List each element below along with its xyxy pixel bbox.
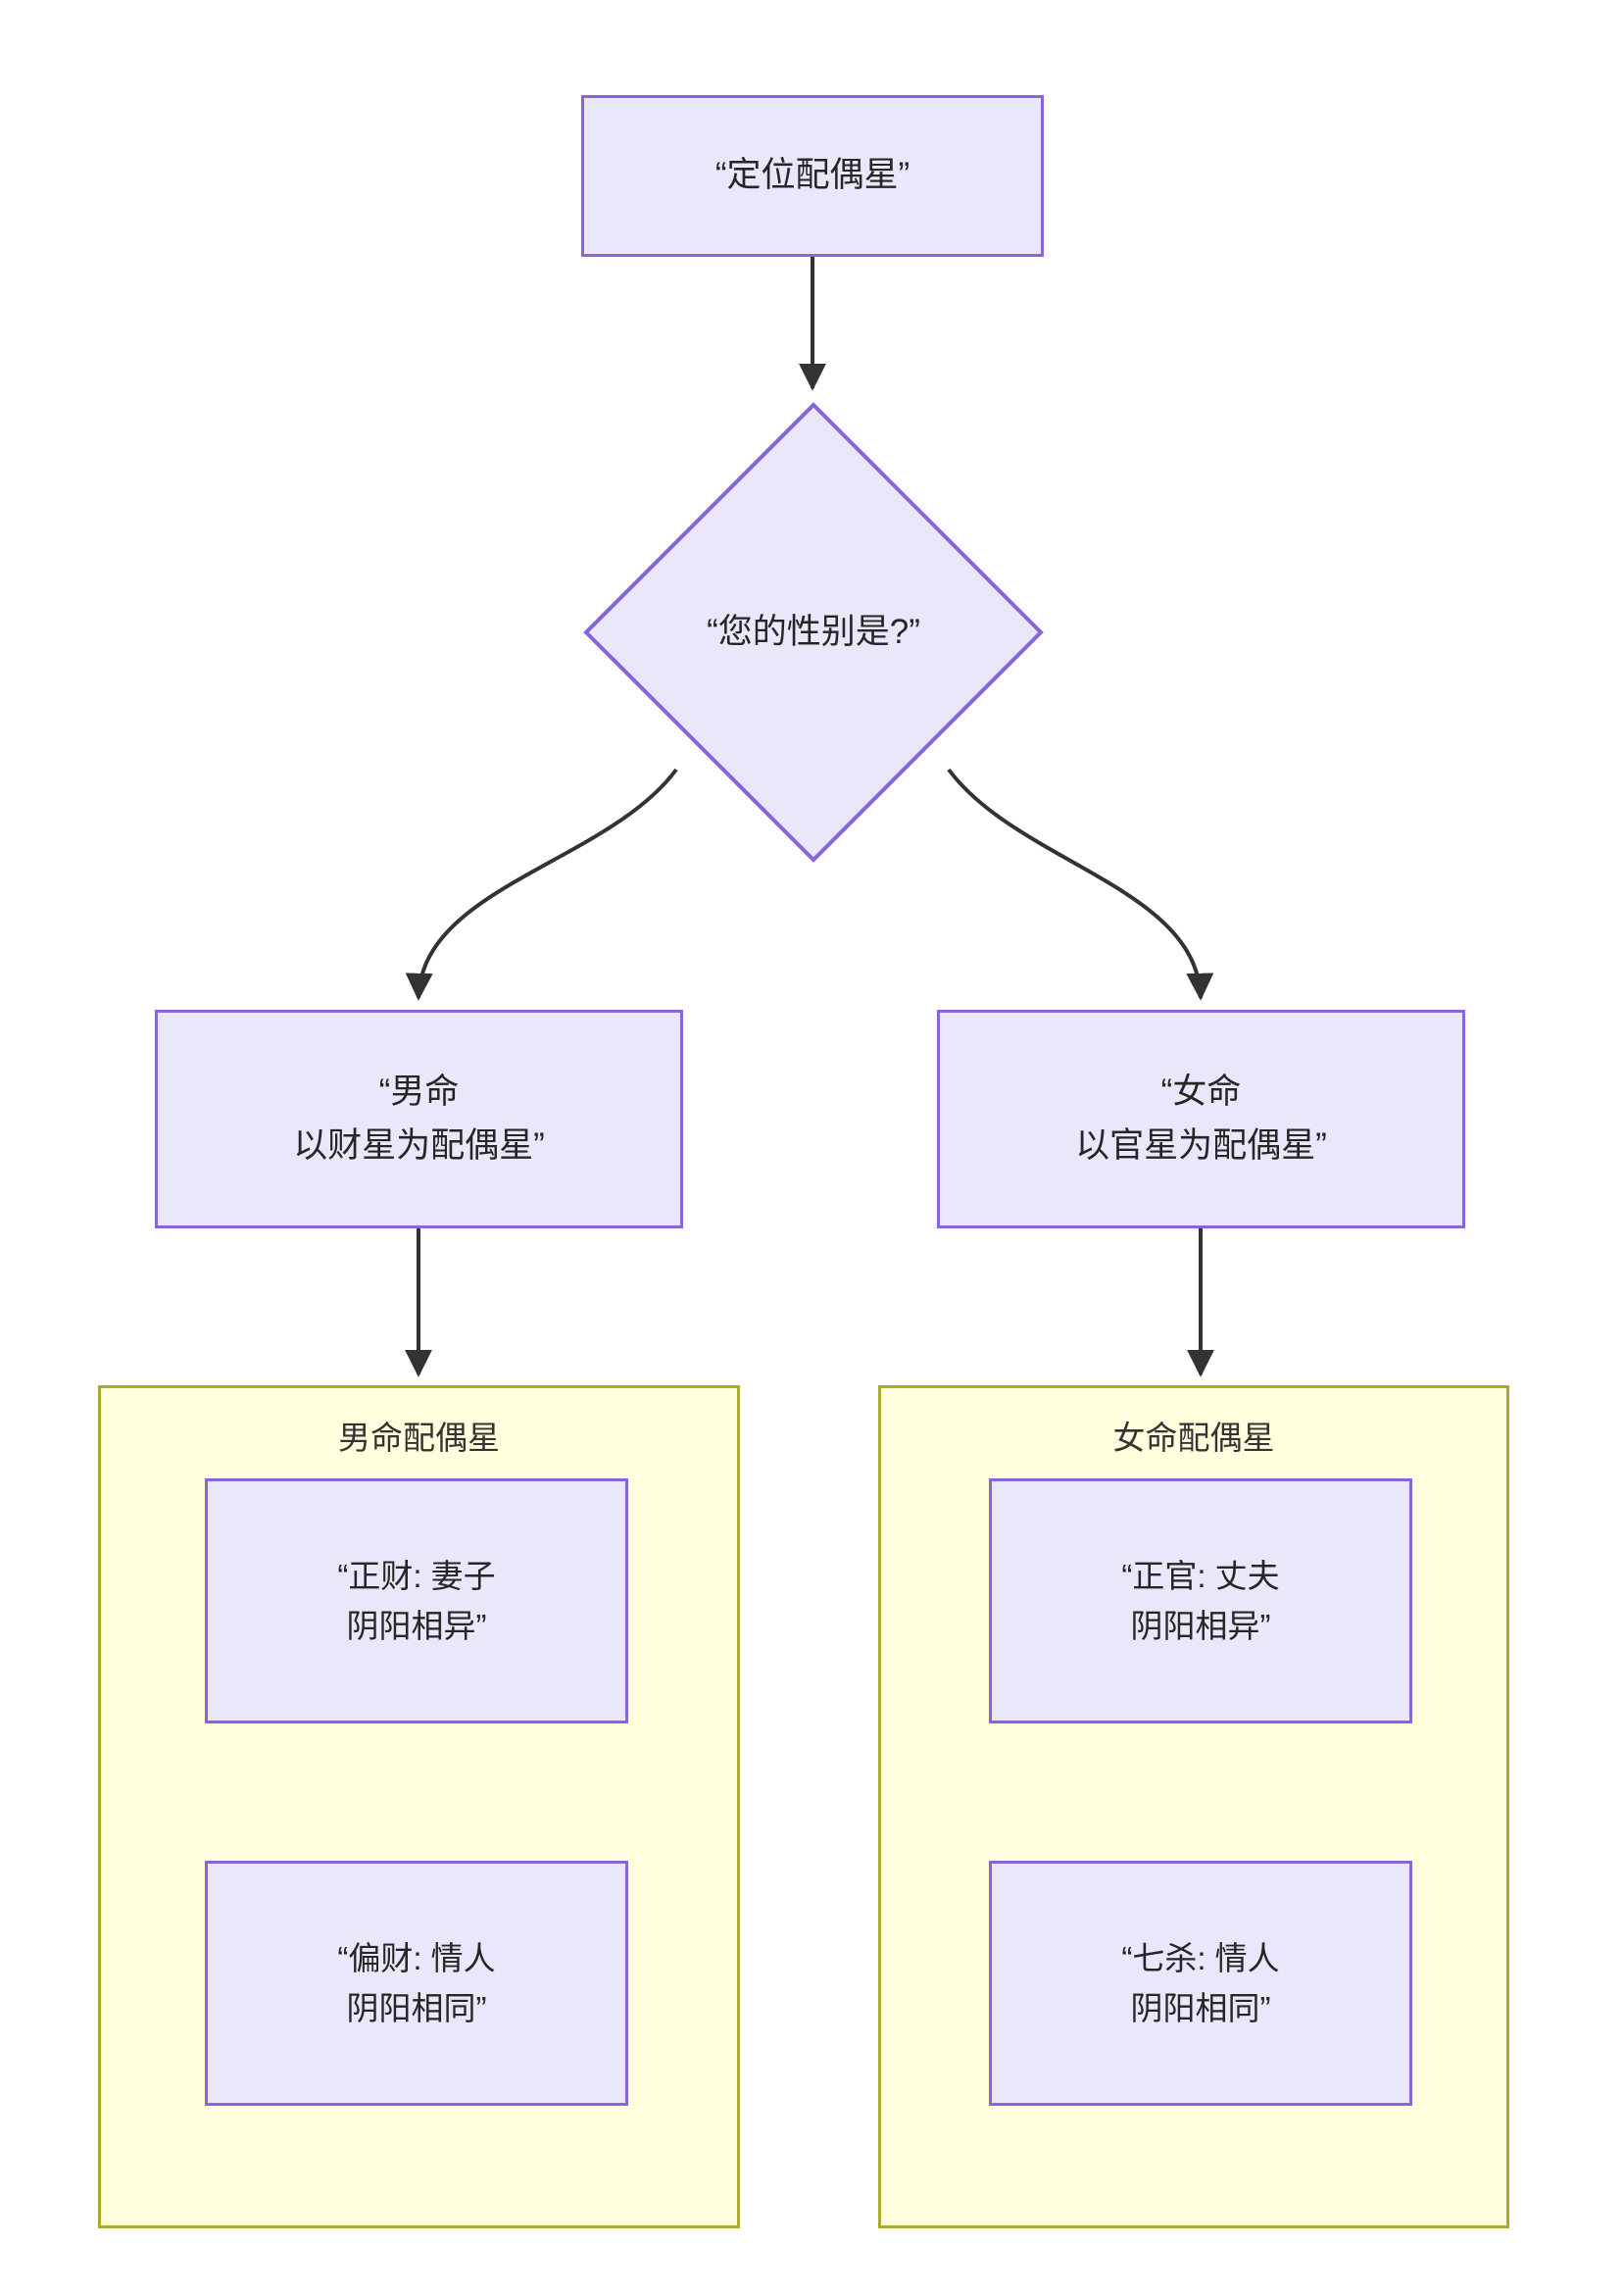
node-male-piancai-lover[interactable]: “偏财: 情人 阴阳相同” [205,1861,628,2106]
node-male-zhengcai-label: “正财: 妻子 阴阳相异” [337,1557,496,1644]
node-female-qisha-label: “七杀: 情人 阴阳相同” [1121,1939,1280,2026]
node-male-zhengcai-wife[interactable]: “正财: 妻子 阴阳相异” [205,1478,628,1723]
diamond-shape [583,402,1044,863]
cluster-male-title: 男命配偶星 [338,1420,500,1456]
cluster-female-title: 女命配偶星 [1112,1420,1275,1456]
node-female-qisha-lover[interactable]: “七杀: 情人 阴阳相同” [989,1861,1412,2106]
node-decision-gender[interactable]: “您的性别是?” [583,402,1044,863]
node-root-label: “定位配偶星” [714,156,910,195]
node-female-zhengguan-label: “正官: 丈夫 阴阳相异” [1121,1557,1280,1644]
node-male-fate[interactable]: “男命 以财星为配偶星” [155,1010,683,1228]
node-female-fate-label: “女命 以官星为配偶星” [1075,1073,1327,1165]
node-male-piancai-label: “偏财: 情人 阴阳相同” [337,1939,496,2026]
node-root-locate-spouse-star[interactable]: “定位配偶星” [581,95,1044,257]
node-male-fate-label: “男命 以财星为配偶星” [293,1073,545,1165]
node-female-zhengguan-husband[interactable]: “正官: 丈夫 阴阳相异” [989,1478,1412,1723]
node-female-fate[interactable]: “女命 以官星为配偶星” [937,1010,1465,1228]
node-decision-label: “您的性别是?” [707,612,920,651]
